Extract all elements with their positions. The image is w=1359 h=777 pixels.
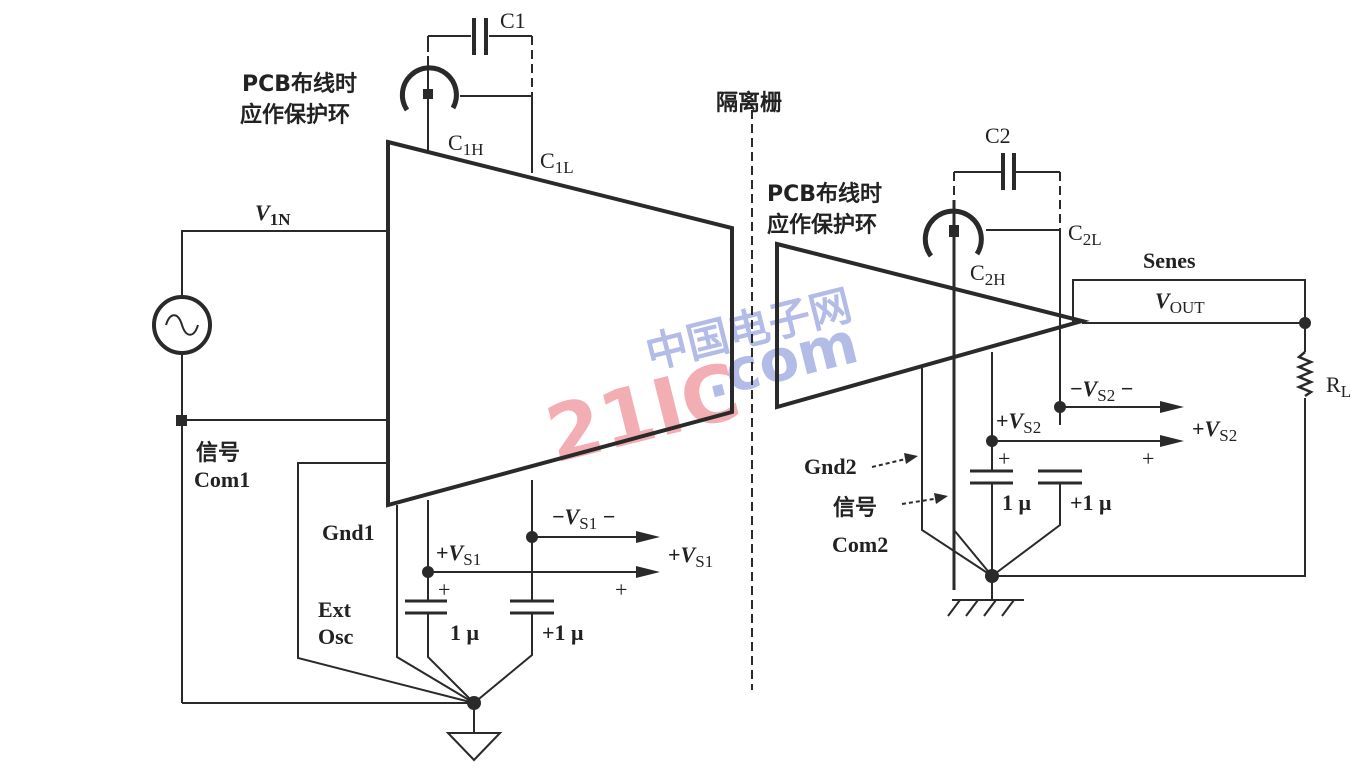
gnd2-pointer — [871, 457, 911, 468]
vs1-pos-arrow-icon — [636, 566, 660, 578]
com1-node — [176, 415, 187, 426]
left-guard-note-line1: PCB布线时 — [242, 71, 357, 97]
rl-label: RL — [1326, 372, 1351, 401]
c1h-label: C1H — [448, 130, 483, 159]
gnd2-label: Gnd2 — [804, 454, 857, 479]
com2-label-line2: Com2 — [832, 532, 888, 557]
vout-label: VOUT — [1155, 288, 1205, 317]
left-guard-note-line2: 应作保护环 — [240, 102, 350, 128]
c2-label: C2 — [985, 123, 1011, 148]
cap2-right-return — [991, 483, 1061, 577]
vs1-out-plus-mark: + — [615, 577, 627, 602]
right-amplifier-body — [775, 241, 1090, 410]
vs1-neg-label: −VS1 − — [552, 504, 615, 533]
c1-label: C1 — [500, 8, 526, 33]
gnd1-label: Gnd1 — [322, 520, 375, 545]
left-stage: PCB布线时 应作保护环 C1 C1H C1L V1N 信号 Com1 Ext … — [152, 8, 734, 762]
earth-ground-icon — [947, 599, 1024, 617]
left-guard-ring-icon — [399, 65, 459, 112]
com2-label-line1: 信号 — [833, 495, 877, 521]
cap2-right-value: +1 μ — [1070, 490, 1112, 515]
left-amplifier-body — [386, 139, 734, 508]
chassis-ground-icon — [445, 732, 503, 762]
com1-label-line1: 信号 — [196, 440, 240, 466]
com2-pointer-arrow-icon — [934, 493, 948, 504]
gnd1-wire — [396, 505, 475, 704]
vin-wire — [181, 230, 388, 296]
right-guard-note-line2: 应作保护环 — [767, 212, 877, 238]
vs2-pos-arrow-icon — [1160, 435, 1184, 447]
sense-wire — [1072, 279, 1306, 323]
cap-left-return — [427, 613, 475, 704]
cap2-left-value: 1 μ — [1002, 490, 1032, 515]
vs1-out-label: +VS1 — [668, 542, 713, 571]
vs1-neg-arrow-icon — [636, 531, 660, 543]
vs1-pos-node-label: +VS1 — [436, 540, 481, 569]
load-return-wire — [992, 398, 1306, 577]
cap-right-return — [473, 613, 533, 704]
c2l-label: C2L — [1068, 220, 1102, 249]
c1l-label: C1L — [540, 148, 574, 177]
right-guard-ring-icon — [922, 208, 984, 258]
cap-right-value: +1 μ — [542, 620, 584, 645]
cap2-left-plus-mark: + — [998, 446, 1010, 471]
com2-wire — [953, 529, 993, 577]
right-guard-note-line1: PCB布线时 — [767, 181, 882, 207]
cap-left-value: 1 μ — [450, 620, 480, 645]
c2h-label: C2H — [970, 260, 1005, 289]
ext-osc-wire — [297, 462, 475, 704]
load-resistor-icon — [1295, 351, 1315, 398]
vs2-neg-label: −VS2 − — [1070, 376, 1133, 405]
vin-label: V1N — [255, 200, 291, 229]
sine-wave-icon — [165, 314, 199, 336]
cap-left-plus-mark: + — [438, 577, 450, 602]
ext-osc-label-line2: Osc — [318, 624, 354, 649]
sense-label: Senes — [1143, 248, 1196, 273]
gnd2-wire — [921, 366, 993, 577]
isolation-barrier-label: 隔离栅 — [716, 90, 782, 116]
gnd2-pointer-arrow-icon — [904, 453, 918, 464]
ext-osc-label-line1: Ext — [318, 597, 352, 622]
vs2-pos-node-label: +VS2 — [996, 408, 1041, 437]
vs2-out-plus-mark: + — [1142, 446, 1154, 471]
com1-label-line2: Com1 — [194, 467, 250, 492]
right-stage: PCB布线时 应作保护环 C2 C2H C2L Senes VOUT RL Gn… — [767, 123, 1351, 617]
vs2-neg-arrow-icon — [1160, 401, 1184, 413]
vs2-out-label: +VS2 — [1192, 416, 1237, 445]
